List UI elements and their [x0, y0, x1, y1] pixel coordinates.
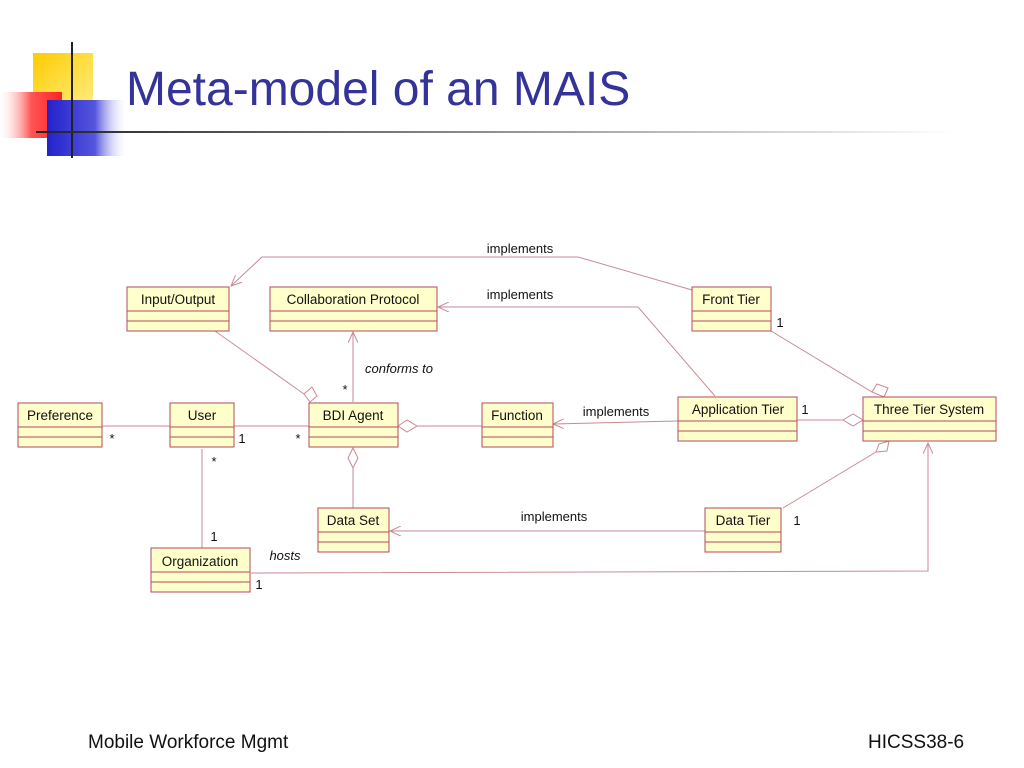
mult-organization-hosts: 1 [255, 577, 262, 592]
svg-text:Function: Function [491, 408, 543, 423]
svg-text:Three Tier System: Three Tier System [874, 402, 984, 417]
svg-text:Input/Output: Input/Output [141, 292, 216, 307]
edge-data-three [782, 451, 877, 509]
svg-text:Data Tier: Data Tier [716, 513, 771, 528]
class-user: User [169, 402, 235, 448]
class-collaboration-protocol: Collaboration Protocol [269, 286, 438, 332]
edge-org-three [250, 443, 928, 574]
footer-slide-number: HICSS38-6 [868, 732, 965, 753]
class-data-set: Data Set [317, 507, 390, 553]
class-function: Function [481, 402, 554, 448]
footer-left-text: Mobile Workforce Mgmt [88, 732, 289, 753]
class-data-tier: Data Tier [704, 507, 782, 553]
mult-user-org: * [211, 454, 216, 469]
edge-front-three [770, 330, 873, 393]
svg-text:Organization: Organization [162, 554, 239, 569]
edge-app-three-diamond [842, 413, 864, 427]
label-implements-app-collab: implements [487, 287, 554, 302]
svg-text:Preference: Preference [27, 408, 93, 423]
svg-text:User: User [188, 408, 217, 423]
edge-io-bdi [214, 330, 305, 395]
edge-data-three-diamond [875, 440, 890, 453]
logo-blue-square [47, 100, 127, 156]
class-organization: Organization [150, 547, 251, 593]
class-front-tier: Front Tier [691, 286, 772, 332]
svg-text:Front Tier: Front Tier [702, 292, 760, 307]
svg-text:Application Tier: Application Tier [692, 402, 785, 417]
class-bdi-agent: BDI Agent [308, 402, 399, 448]
edge-front-three-diamond [871, 383, 889, 398]
mult-bdi-conforms: * [342, 382, 347, 397]
label-conforms-to: conforms to [365, 361, 433, 376]
edge-app-collab [438, 307, 716, 397]
svg-text:BDI Agent: BDI Agent [323, 408, 384, 423]
svg-text:Collaboration Protocol: Collaboration Protocol [287, 292, 420, 307]
mult-preference-user: * [109, 431, 114, 446]
class-three-tier-system: Three Tier System [862, 396, 997, 442]
slide-title: Meta-model of an MAIS [126, 63, 631, 116]
edge-bdi-function-diamond [397, 419, 418, 433]
mult-org-user: 1 [210, 529, 217, 544]
label-implements-front-io: implements [487, 241, 554, 256]
edge-front-io [231, 256, 693, 291]
edge-io-bdi-diamond [303, 386, 318, 403]
mult-user-bdi: 1 [238, 431, 245, 446]
mult-data-tier: 1 [793, 513, 800, 528]
mult-bdi-user: * [295, 431, 300, 446]
label-hosts: hosts [269, 548, 301, 563]
class-application-tier: Application Tier [677, 396, 798, 442]
mult-front-tier: 1 [776, 315, 783, 330]
slide-logo [0, 42, 127, 158]
edge-app-function [553, 421, 679, 424]
class-preference: Preference [17, 402, 103, 448]
label-implements-app-function: implements [583, 404, 650, 419]
edge-bdi-dataset-diamond [347, 446, 359, 470]
label-implements-data: implements [521, 509, 588, 524]
svg-text:Data Set: Data Set [327, 513, 380, 528]
title-divider [36, 131, 956, 133]
mult-application-tier: 1 [801, 402, 808, 417]
class-input-output: Input/Output [126, 286, 230, 332]
